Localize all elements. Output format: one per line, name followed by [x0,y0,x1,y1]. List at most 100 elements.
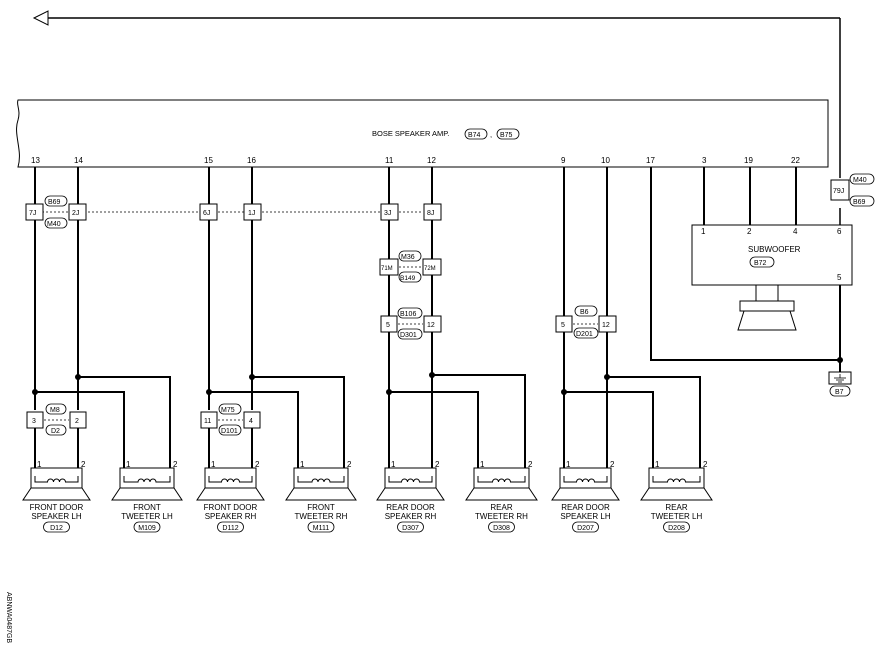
subwoofer-pin: 6 [837,227,842,236]
joint-connector-b69-m40: 7J 2J B69 M40 [25,195,87,229]
speaker-connector: M109 [138,525,156,532]
joint-pin: 12 [427,322,435,329]
ground-connector: B7 [835,389,844,396]
joint-connector-b106-d301: 5 12 B106 D301 [380,307,442,340]
subwoofer-label: SUBWOOFER [748,245,801,254]
amp-pin: 15 [204,156,213,165]
joint-connectors: 7J 2J B69 M40 6J 1J 3J 8J 71M 72M [25,173,875,436]
speaker-name: SPEAKER LH [560,512,610,521]
joint-pin: 3 [32,418,36,425]
top-connector-line [32,10,841,230]
joint-connector-3: 3J 8J [380,203,442,221]
amp-pin: 10 [601,156,610,165]
joint-pin: 5 [561,322,565,329]
subwoofer-pin: 1 [701,227,706,236]
joint-connector-m75-d101: 11 4 M75 D101 [200,403,261,436]
subwoofer-speaker-icon [737,284,797,331]
amp-pin: 22 [791,156,800,165]
speaker-pin: 2 [435,460,440,469]
junction-dots [32,357,843,395]
joint-pin: 1J [248,210,255,217]
amp-pin: 3 [702,156,707,165]
speaker-pin: 2 [347,460,352,469]
connector-badge: B6 [580,309,589,316]
amp-pin: 12 [427,156,436,165]
amp-pin: 9 [561,156,566,165]
speaker-pin: 2 [255,460,260,469]
subwoofer-connector: B72 [754,260,767,267]
joint-pin: 3J [384,210,391,217]
speaker-connector: M111 [313,525,330,532]
amp-pin: 17 [646,156,655,165]
joint-connector-m40-b69: 79J M40 B69 [830,173,875,207]
connector-badge: B69 [853,199,866,206]
amp-connector-b75: B75 [500,132,513,139]
speaker-name: TWEETER RH [295,512,348,521]
speaker-pin: 2 [610,460,615,469]
connector-badge: M8 [50,407,60,414]
speaker-name: SPEAKER RH [205,512,257,521]
speaker-name: TWEETER RH [475,512,528,521]
joint-pin: 11 [204,418,211,425]
speaker-connector: D307 [402,525,419,532]
amp-connector-separator: , [490,130,492,139]
speaker-pin: 1 [211,460,216,469]
speaker-pin: 2 [528,460,533,469]
speaker-connector: D112 [222,525,238,532]
speaker-name: SPEAKER LH [31,512,81,521]
speaker-connector: D12 [50,525,63,532]
connector-badge: D101 [221,428,238,435]
connector-badge: B149 [400,275,416,282]
speaker-name: REAR DOOR [561,503,610,512]
speaker-name: REAR DOOR [386,503,435,512]
joint-pin: 72M [424,266,436,272]
speaker-pin: 1 [480,460,485,469]
joint-pin: 8J [427,210,434,217]
speaker-pin: 1 [37,460,42,469]
speaker-name: REAR [665,503,687,512]
connector-badge: D201 [576,331,593,338]
amp-title: BOSE SPEAKER AMP. [372,129,449,138]
connector-badge: D2 [51,428,60,435]
diagram-code: ABNWA0487GB [5,592,12,643]
amp-pin: 13 [31,156,40,165]
speaker-name: FRONT [307,503,335,512]
connector-badge: M36 [401,254,415,261]
amp-pin: 19 [744,156,753,165]
ground-symbol: B7 [828,371,852,397]
joint-pin: 7J [29,210,36,217]
speaker-pin: 1 [391,460,396,469]
speaker-pin: 1 [300,460,305,469]
speaker-connector: D308 [493,525,510,532]
joint-pin: 79J [833,188,844,195]
subwoofer-pin: 2 [747,227,752,236]
connector-badge: M40 [47,221,61,228]
joint-connector-m8-d2: 3 2 M8 D2 [26,403,87,436]
speaker-pin: 1 [566,460,571,469]
amp-pin: 11 [385,156,394,165]
joint-pin: 2 [75,418,79,425]
joint-pin: 12 [602,322,610,329]
joint-pin: 4 [249,418,253,425]
subwoofer-pin: 4 [793,227,798,236]
speaker-name: TWEETER LH [651,512,703,521]
subwoofer-pin: 5 [837,273,842,282]
speaker-pin: 2 [703,460,708,469]
joint-pin: 6J [203,210,210,217]
amp-pin: 14 [74,156,83,165]
amp-pin: 16 [247,156,256,165]
connector-badge: B69 [48,199,61,206]
speaker-connector: D207 [577,525,594,532]
speaker-name: REAR [490,503,512,512]
speaker-name: FRONT DOOR [30,503,84,512]
speaker-connector: D208 [668,525,685,532]
joint-connector-b6-d201: 5 12 B6 D201 [555,305,617,339]
